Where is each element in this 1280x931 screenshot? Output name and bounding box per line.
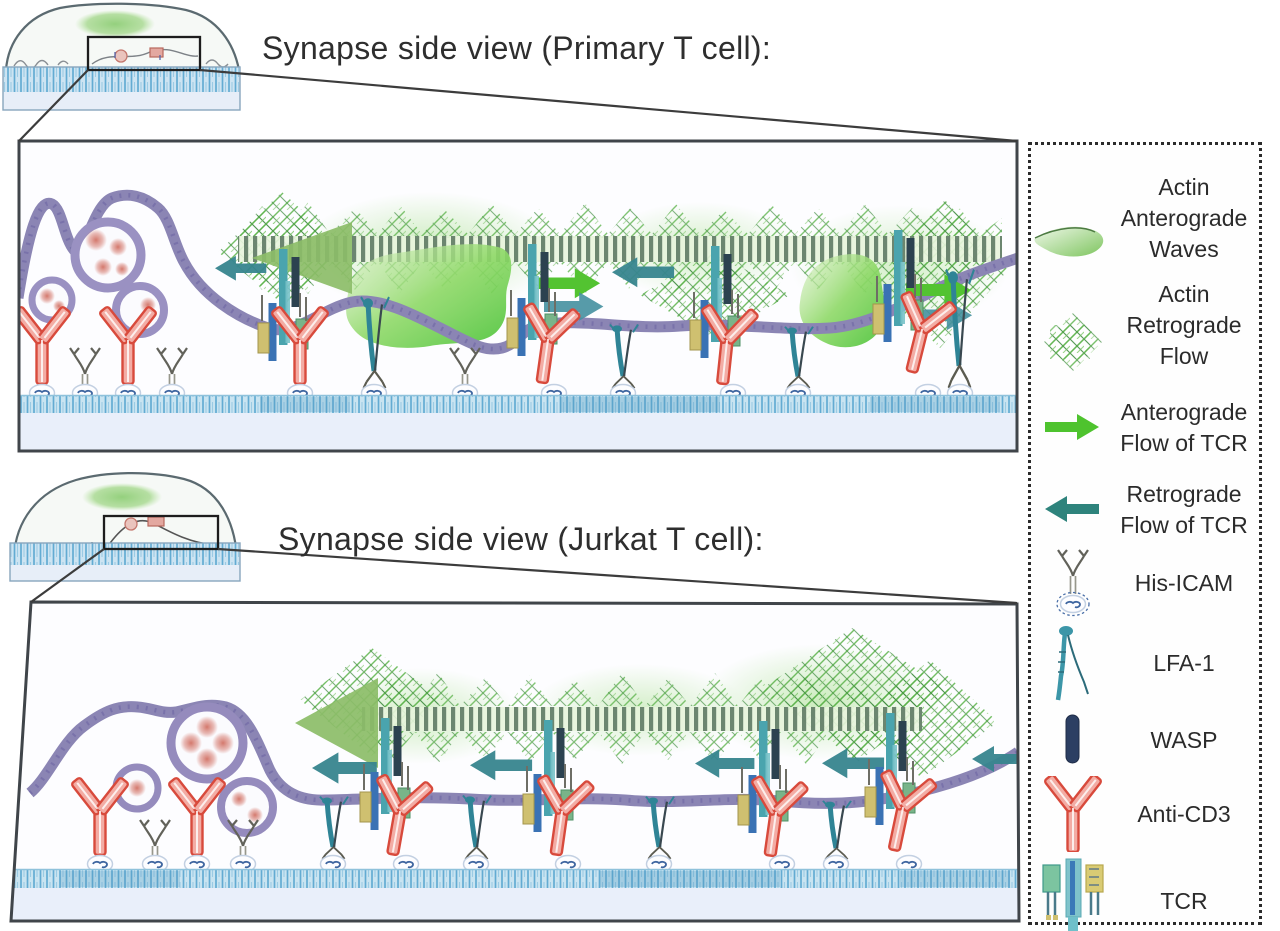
- panel2-title: Synapse side view (Jurkat T cell):: [278, 521, 764, 557]
- callout-line: [217, 547, 1018, 605]
- panel-primary-border: [17, 139, 1019, 453]
- tcr-icon: [1031, 857, 1115, 931]
- vesicle: [70, 217, 146, 293]
- lfa1-icon: [1031, 624, 1115, 702]
- inset-substrate: [9, 542, 241, 582]
- his-icam-icon: [1031, 544, 1115, 622]
- retrograde-wave-arrowhead: [252, 222, 352, 294]
- vesicle: [217, 777, 277, 837]
- callout-line: [199, 68, 1018, 143]
- substrate: [12, 868, 1018, 920]
- actin-retrograde-flow-icon: [1031, 311, 1115, 373]
- zoom-region-box: [86, 35, 202, 72]
- callout-line: [30, 548, 105, 603]
- legend-label: WASP: [1150, 726, 1218, 753]
- inset-vesicle: [147, 516, 165, 527]
- panel-jurkat-border: [9, 600, 1021, 923]
- legend-item-tcr: TCR: [1031, 851, 1259, 931]
- legend-item-actin-anterograde-waves: Actin Anterograde Waves: [1031, 168, 1259, 268]
- zoom-region-box: [102, 514, 220, 551]
- legend-label: His-ICAM: [1134, 569, 1234, 596]
- panel-primary: [17, 139, 1019, 453]
- actin-wave-blob: [346, 244, 512, 348]
- legend-item-anterograde-flow-tcr: Anterograde Flow of TCR: [1031, 396, 1259, 460]
- inset-jurkat-cell: [9, 472, 1018, 605]
- legend-item-actin-retrograde-flow: Actin Retrograde Flow: [1031, 275, 1259, 375]
- panel1-title: Synapse side view (Primary T cell):: [262, 30, 772, 66]
- anterograde-tcr-arrow-icon: [1031, 412, 1115, 444]
- nucleus: [75, 10, 155, 38]
- actin-comb-band: [238, 236, 1002, 262]
- anti-cd3-icon: [1031, 776, 1115, 852]
- legend-item-retrograde-flow-tcr: Retrograde Flow of TCR: [1031, 478, 1259, 542]
- legend-label: TCR: [1160, 887, 1208, 914]
- legend-label: Anti-CD3: [1137, 800, 1231, 827]
- legend-panel: Actin Anterograde Waves Actin Retrograde…: [1028, 142, 1262, 931]
- legend-label: Actin Retrograde Flow: [1126, 280, 1242, 369]
- vesicle: [166, 702, 248, 784]
- legend-label: Anterograde Flow of TCR: [1120, 399, 1248, 456]
- substrate: [20, 394, 1016, 450]
- retrograde-wave-arrowhead: [295, 678, 378, 768]
- panel-jurkat: [9, 600, 1021, 923]
- legend-item-wasp: WASP: [1031, 710, 1259, 770]
- legend-item-his-icam: His-ICAM: [1031, 545, 1259, 621]
- actin-anterograde-wave-icon: [1031, 218, 1115, 262]
- wasp-icon: [1031, 713, 1115, 767]
- inset-vesicle: [114, 49, 128, 63]
- callout-line: [18, 69, 89, 142]
- legend-label: Retrograde Flow of TCR: [1120, 481, 1248, 538]
- legend-item-lfa-1: LFA-1: [1031, 625, 1259, 701]
- inset-substrate: [2, 66, 241, 111]
- inset-primary-cell: [2, 2, 1018, 143]
- inset-vesicle: [124, 517, 138, 531]
- legend-label: Actin Anterograde Waves: [1120, 173, 1248, 262]
- nucleus: [82, 483, 162, 511]
- actin-comb-band: [362, 707, 922, 731]
- legend-item-anti-cd3: Anti-CD3: [1031, 776, 1259, 852]
- inset-vesicle: [149, 47, 164, 58]
- legend-label: LFA-1: [1153, 649, 1215, 676]
- retrograde-tcr-arrow-icon: [1031, 494, 1115, 526]
